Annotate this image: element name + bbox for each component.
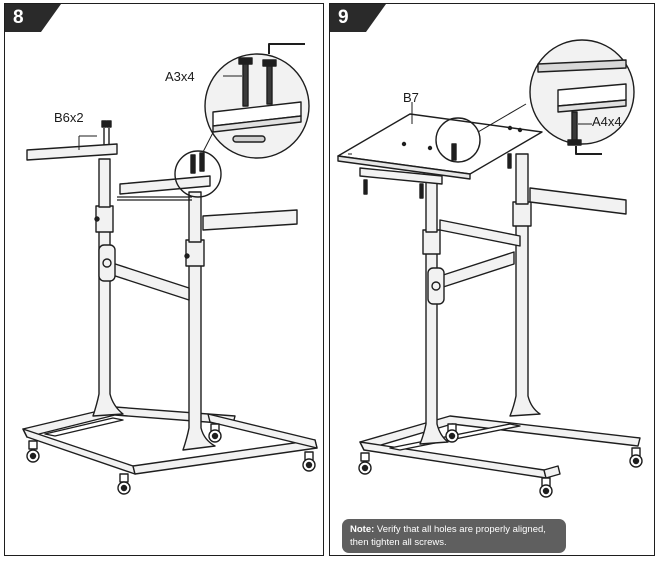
caster-wheels [26,423,316,495]
label-desk-top: B7 [403,90,419,105]
note-box: Note: Verify that all holes are properly… [342,519,566,553]
side-bar [529,187,627,215]
note-text: Verify that all holes are properly align… [350,524,546,548]
small-screws [190,152,205,174]
right-column [182,191,216,451]
rear-bar [439,219,521,247]
caster-wheels [358,423,643,498]
left-top-bar [26,120,118,161]
detail-marker [435,117,481,163]
step-9-drawing [337,39,643,498]
step-number: 8 [13,7,24,28]
base-frame [359,415,641,479]
right-column [509,153,541,417]
cross-brace [427,251,515,305]
detail-marker [174,150,222,198]
step-9-panel: 9 [329,3,655,556]
step-8-drawing [22,43,318,495]
right-top-bar [117,175,211,201]
label-top-screws: A3x4 [165,69,195,84]
step-tab [5,4,61,32]
step-tab [330,4,386,32]
label-side-bar: B6x2 [54,110,84,125]
detail-view [529,39,635,155]
step-number: 9 [338,7,349,28]
label-bottom-screws: A4x4 [592,114,622,129]
detail-view [204,43,310,159]
bottom-screws [363,143,512,199]
step-8-panel: 8 [4,3,324,556]
desk-top [337,102,543,185]
note-prefix: Note: [350,524,375,535]
left-column [419,181,449,445]
side-bar [202,209,298,231]
cross-brace [98,244,190,301]
base-frame [22,406,318,475]
